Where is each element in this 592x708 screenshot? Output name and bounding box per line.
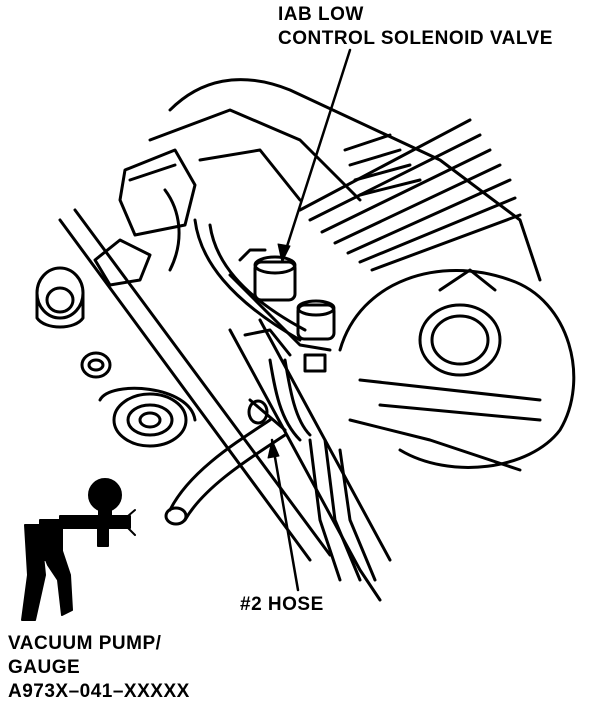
sensor-block (93, 148, 197, 287)
small-port (80, 351, 112, 379)
hose-label: #2 HOSE (240, 594, 324, 615)
iab-valve-label-line-1: IAB LOW (278, 4, 364, 25)
arrowhead-hose (267, 439, 280, 459)
iab-valve-label-line-2: CONTROL SOLENOID VALVE (278, 28, 553, 49)
vacuum-pump-label: VACUUM PUMP/ GAUGE A973X–041–XXXXX (8, 632, 190, 704)
arrowhead-valve (277, 243, 291, 263)
throttle-body (338, 268, 576, 472)
engine-edges (58, 208, 392, 602)
solenoid-valves (228, 248, 336, 373)
vacuum-pump-icon (21, 478, 136, 621)
manifold-body (148, 78, 542, 282)
leader-lines (270, 48, 352, 592)
vacuum-pump-label-line-2: GAUGE (8, 657, 81, 678)
vacuum-pump-part-number: A973X–041–XXXXX (8, 681, 190, 702)
breather-cap (35, 266, 85, 329)
ring-component (98, 386, 197, 448)
manifold-fins (298, 118, 522, 272)
hoses (164, 218, 377, 582)
vacuum-pump-label-line-1: VACUUM PUMP/ (8, 633, 162, 654)
iab-valve-label: IAB LOW CONTROL SOLENOID VALVE (278, 3, 553, 51)
